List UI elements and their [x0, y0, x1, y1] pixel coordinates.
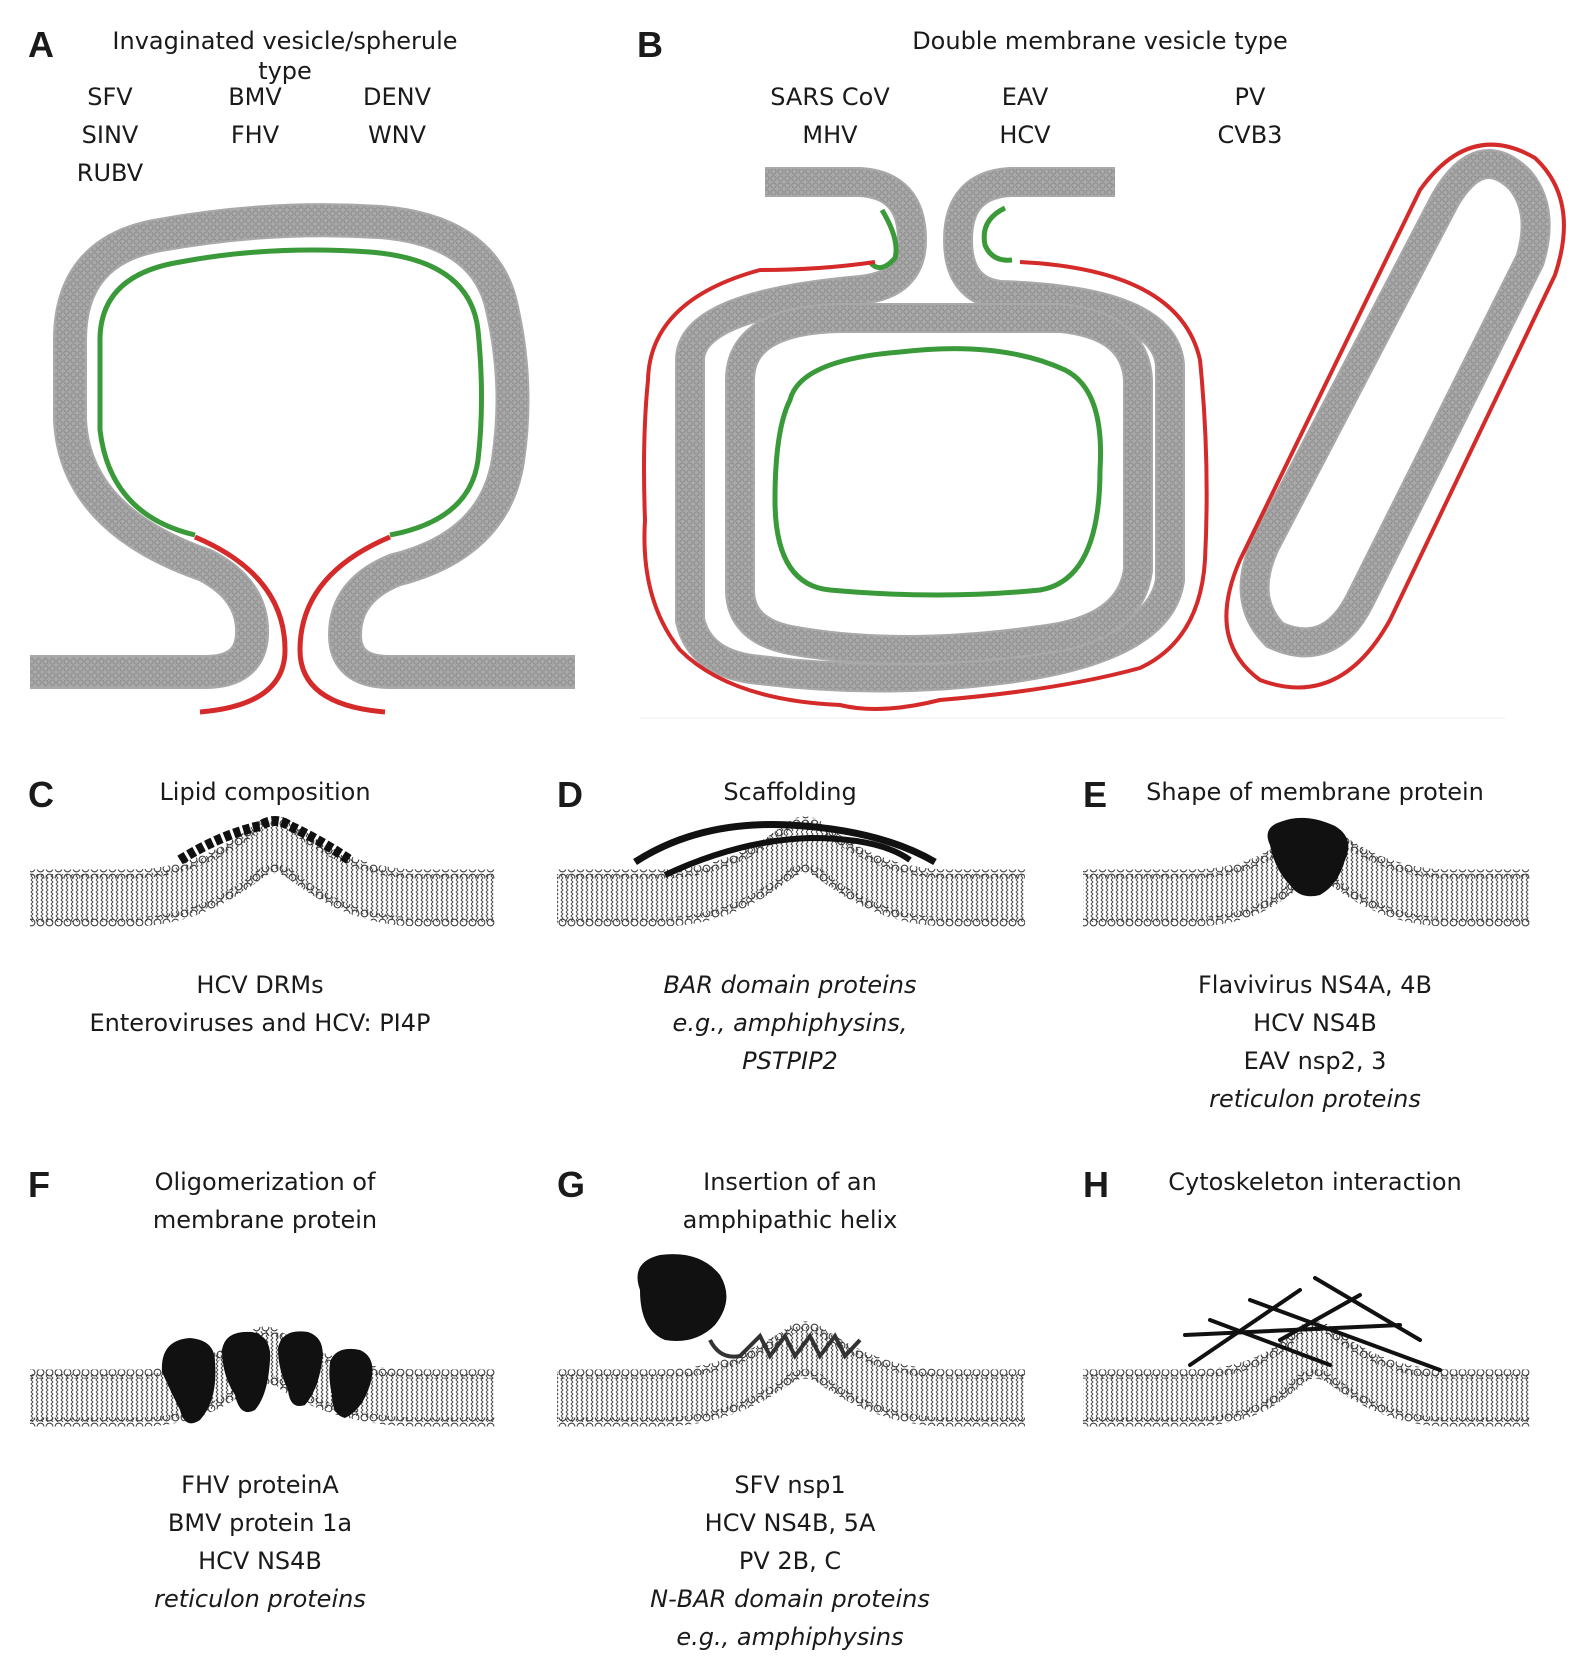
- mechanism-example: FHV proteinA: [181, 1471, 339, 1499]
- panel-g-list: SFV nsp1 HCV NS4B, 5A PV 2B, C N-BAR dom…: [590, 1466, 990, 1656]
- panel-c-list: HCV DRMs Enteroviruses and HCV: PI4P: [60, 966, 460, 1042]
- panel-e-title: Shape of membrane protein: [1146, 778, 1484, 806]
- panel-letter-b: B: [637, 24, 663, 65]
- virus-label: PV: [1234, 83, 1266, 111]
- mechanism-example: reticulon proteins: [154, 1585, 366, 1613]
- mechanism-example: SFV nsp1: [734, 1471, 846, 1499]
- mechanism-example: e.g., amphiphysins,: [672, 1009, 908, 1037]
- panel-letter-f: F: [28, 1164, 50, 1205]
- actin-filaments: [1183, 1276, 1442, 1372]
- virus-label: BMV: [228, 83, 282, 111]
- mechanism-example: Enteroviruses and HCV: PI4P: [89, 1009, 431, 1037]
- protein-red-neck: [194, 534, 288, 715]
- virus-label: RUBV: [76, 159, 144, 187]
- rna-green-line: [97, 247, 484, 538]
- virus-label: HCV: [999, 121, 1051, 149]
- panel-c-title: Lipid composition: [159, 778, 371, 806]
- panel-b-virus-col-1: SARS CoV MHV: [760, 78, 900, 154]
- panel-letter-c: C: [28, 774, 54, 815]
- panel-e-list: Flavivirus NS4A, 4B HCV NS4B EAV nsp2, 3…: [1115, 966, 1515, 1118]
- panel-letter-a: A: [28, 24, 54, 65]
- bilayer-d: [557, 816, 1025, 927]
- mechanism-example: Flavivirus NS4A, 4B: [1198, 971, 1432, 999]
- dmv-inner-membrane: [725, 303, 1153, 665]
- black-lipid-heads: [177, 816, 353, 865]
- mechanism-example: BMV protein 1a: [167, 1509, 353, 1537]
- panel-a-virus-col-1: SFV SINV RUBV: [60, 78, 160, 192]
- bilayer-c: [30, 816, 495, 927]
- panel-g-title-line-1: Insertion of an: [703, 1168, 877, 1196]
- mechanism-example: reticulon proteins: [1209, 1085, 1421, 1113]
- virus-label: SINV: [81, 121, 139, 149]
- panel-g-title: Insertion of an amphipathic helix: [625, 1167, 955, 1235]
- virus-label: WNV: [367, 121, 427, 149]
- oligomer-proteins: [161, 1331, 373, 1424]
- mechanism-example: HCV NS4B, 5A: [704, 1509, 876, 1537]
- rna-green-inner: [772, 346, 1104, 598]
- panel-h-title: Cytoskeleton interaction: [1168, 1168, 1462, 1196]
- panel-a-virus-col-3: DENV WNV: [347, 78, 447, 154]
- dmv-diagram: [640, 142, 1566, 719]
- mechanism-example: PV 2B, C: [738, 1547, 842, 1575]
- protein-red-outer: [642, 260, 1209, 711]
- protein-red-capsule: [1224, 142, 1566, 690]
- amphipathic-helix: [708, 1332, 862, 1360]
- spherule-diagram: [30, 203, 575, 715]
- virus-label: CVB3: [1217, 121, 1283, 149]
- mechanism-example: e.g., amphiphysins: [676, 1623, 904, 1651]
- panel-a-title: Invaginated vesicle/spherule type: [112, 27, 458, 85]
- mechanism-example: HCV NS4B: [198, 1547, 322, 1575]
- mechanism-example: HCV NS4B: [1253, 1009, 1377, 1037]
- globular-domain: [637, 1254, 727, 1341]
- mechanism-example: N-BAR domain proteins: [650, 1585, 930, 1613]
- bilayer-h: [1083, 1276, 1530, 1427]
- panel-letter-d: D: [557, 774, 583, 815]
- mechanism-example: EAV nsp2, 3: [1243, 1047, 1387, 1075]
- mechanism-example: BAR domain proteins: [663, 971, 917, 999]
- panel-f-title-line-1: Oligomerization of: [154, 1168, 376, 1196]
- bilayer-g: [557, 1254, 1025, 1427]
- panel-letter-h: H: [1083, 1164, 1109, 1205]
- mechanism-example: PSTPIP2: [742, 1047, 838, 1075]
- virus-label: EAV: [1001, 83, 1049, 111]
- mechanism-example: HCV DRMs: [196, 971, 324, 999]
- panel-d-title: Scaffolding: [723, 778, 857, 806]
- panel-b-virus-col-3: PV CVB3: [1190, 78, 1310, 154]
- panel-d-list: BAR domain proteins e.g., amphiphysins, …: [590, 966, 990, 1080]
- panel-b-title: Double membrane vesicle type: [912, 27, 1288, 55]
- panel-g-title-line-2: amphipathic helix: [682, 1206, 898, 1234]
- virus-label: SFV: [87, 83, 133, 111]
- panel-f-title-line-2: membrane protein: [152, 1206, 378, 1234]
- virus-label: DENV: [362, 83, 431, 111]
- membrane-protein-blob: [1267, 817, 1349, 897]
- panel-b-virus-col-2: EAV HCV: [975, 78, 1075, 154]
- virus-label: MHV: [802, 121, 858, 149]
- panel-a-virus-col-2: BMV FHV: [205, 78, 305, 154]
- bilayer-f: [30, 1326, 495, 1427]
- bar-domain-scaffold: [633, 821, 937, 866]
- panel-f-list: FHV proteinA BMV protein 1a HCV NS4B ret…: [60, 1466, 460, 1618]
- panel-letter-g: G: [557, 1164, 586, 1205]
- virus-label: SARS CoV: [770, 83, 890, 111]
- panel-letter-e: E: [1083, 774, 1108, 815]
- virus-label: FHV: [230, 121, 280, 149]
- panel-f-title: Oligomerization of membrane protein: [100, 1167, 430, 1235]
- bilayer-e: [1083, 817, 1530, 927]
